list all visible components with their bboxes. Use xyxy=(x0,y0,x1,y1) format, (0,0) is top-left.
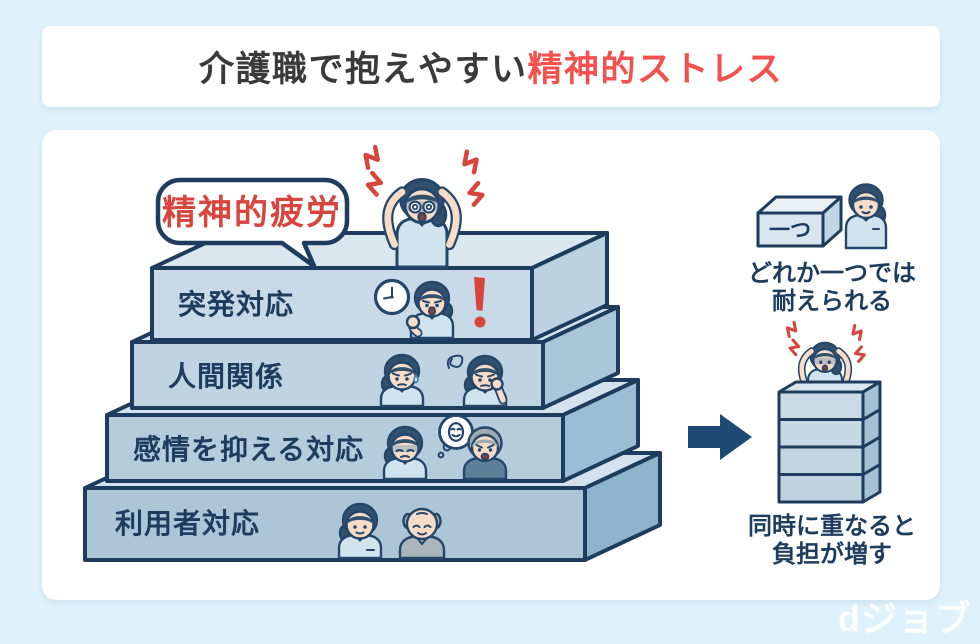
swirl-eye xyxy=(408,200,422,214)
stack-caption-line2: 負担が増す xyxy=(772,540,892,568)
stress-squiggle-icon xyxy=(363,144,380,170)
caregiver-urgent-call xyxy=(405,280,455,340)
clock-icon xyxy=(373,278,411,316)
page-title: 介護職で抱えやすい精神的ストレス xyxy=(199,41,783,92)
title-prefix: 介護職で抱えやすい xyxy=(198,50,528,89)
stress-squiggle-icon xyxy=(467,180,485,207)
stress-squiggle-icon xyxy=(365,170,384,197)
illustration-card: 利用者対応 感情を抑える対応 xyxy=(42,130,940,600)
caregiver-troubled-sweat xyxy=(379,353,425,408)
single-caption-line1: どれか一つでは xyxy=(748,260,916,287)
stacked-boxes-group xyxy=(777,380,882,504)
stressed-caregiver-top xyxy=(363,144,485,269)
swirl-eye xyxy=(422,200,436,214)
elderly-man-worried xyxy=(462,426,508,481)
speech-bubble-shape xyxy=(155,177,350,269)
single-caption-line2: 耐えられる xyxy=(772,288,892,315)
stress-squiggle-icon xyxy=(788,338,801,357)
stack-box-4-front xyxy=(777,473,865,504)
stack-box-1-front xyxy=(777,390,865,421)
single-box-group: 一つ xyxy=(756,195,843,248)
speech-bubble-label: 精神的疲労 xyxy=(162,194,342,232)
stress-pyramid-illustration: 利用者対応 感情を抑える対応 xyxy=(83,144,916,568)
theater-mask-icon xyxy=(447,422,465,442)
layer1-label: 突発対応 xyxy=(178,288,294,320)
exclamation-icon xyxy=(474,277,486,328)
brand-logo: dジョブ xyxy=(838,598,972,639)
stack-box-2-front xyxy=(777,418,865,449)
stress-squiggle-icon xyxy=(854,345,866,364)
stress-squiggle-icon xyxy=(462,149,479,175)
title-highlight: 精神的ストレス xyxy=(527,50,784,89)
layer1-front-face xyxy=(150,266,534,342)
stress-squiggle-icon xyxy=(851,323,863,342)
speech-bubble: 精神的疲労 xyxy=(155,177,350,269)
layer4-front-face xyxy=(83,486,587,562)
layer3-label: 感情を抑える対応 xyxy=(133,433,364,465)
raised-fist xyxy=(405,314,421,330)
caregiver-smiling xyxy=(844,183,888,250)
caregiver-troubled-hand-on-cheek xyxy=(462,354,508,408)
annoyance-scribble-icon xyxy=(446,354,464,369)
hand xyxy=(490,377,504,391)
caregiver-neutral xyxy=(337,502,383,560)
stack-box-3-front xyxy=(777,445,865,476)
stress-squiggle-icon xyxy=(785,320,798,338)
thought-bubble-mask-icon xyxy=(437,414,474,459)
stack-caption-line1: 同時に重なると xyxy=(748,513,916,540)
arrow-right-icon xyxy=(688,414,752,460)
title-bar: 介護職で抱えやすい精神的ストレス xyxy=(42,26,940,107)
single-box-front xyxy=(756,211,825,248)
sweat-drop-icon xyxy=(413,373,419,384)
caregiver-suppressing-emotion xyxy=(382,425,428,481)
elderly-man-happy xyxy=(398,507,446,560)
pyramid-layer-1: 突発対応 xyxy=(150,231,609,342)
layer4-label: 利用者対応 xyxy=(115,507,260,539)
layer2-label: 人間関係 xyxy=(168,361,284,392)
single-box-label: 一つ xyxy=(769,219,811,242)
